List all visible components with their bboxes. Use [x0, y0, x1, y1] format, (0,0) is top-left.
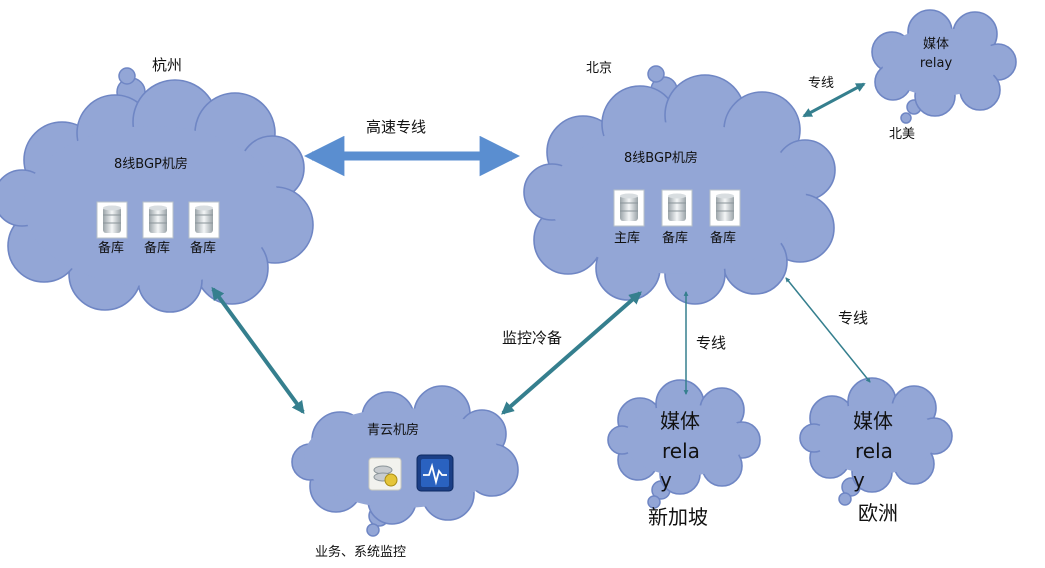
hangzhou-db-label: 备库 [144, 241, 171, 256]
hangzhou-db-label: 备库 [98, 241, 125, 256]
link-hz-bj-label: 高速专线 [366, 118, 427, 136]
link-qy-bj-label: 监控冷备 [502, 329, 563, 347]
hangzhou-room-title: 8线BGP机房 [114, 157, 188, 172]
na-relay-cloud-body [882, 28, 998, 96]
link-bj-eu-label: 专线 [838, 309, 869, 327]
link-bj-na-label: 专线 [808, 76, 835, 91]
link-bj-na-arrow [802, 82, 866, 118]
eu-region-label: 欧洲 [858, 501, 898, 525]
eu-relay-cloud-body [816, 402, 936, 474]
na-relay-line1: 媒体 [922, 37, 949, 52]
sg-relay-cloud-body [624, 404, 744, 476]
database-icon [661, 189, 693, 227]
sg-relay-line1: 媒体 [660, 409, 700, 433]
beijing-city-label: 北京 [586, 61, 613, 76]
link-hz-qy-arrow [211, 286, 305, 415]
hangzhou-db-icons [96, 201, 220, 239]
hangzhou-city-label: 杭州 [152, 56, 183, 74]
qingyun-caption: 业务、系统监控 [315, 545, 407, 560]
database-icon [709, 189, 741, 227]
sg-relay-line2: rela [662, 439, 700, 463]
database-icon [142, 201, 174, 239]
database-icon [188, 201, 220, 239]
database-icon [96, 201, 128, 239]
hangzhou-db-label: 备库 [190, 241, 217, 256]
beijing-db-label: 备库 [710, 231, 737, 246]
beijing-room-title: 8线BGP机房 [624, 151, 698, 166]
beijing-db-label: 主库 [614, 231, 641, 246]
na-relay-line2: relay [919, 56, 953, 71]
eu-relay-line1: 媒体 [853, 409, 893, 433]
link-bj-eu-arrow [785, 277, 871, 383]
sg-relay-line3: y [660, 468, 672, 492]
qingyun-room-title: 青云机房 [367, 423, 420, 438]
monitor-pulse-icon [416, 454, 454, 492]
na-region-label: 北美 [889, 127, 916, 142]
link-bj-sg-label: 专线 [696, 334, 727, 352]
eu-relay-line3: y [853, 468, 865, 492]
beijing-db-label: 备库 [662, 231, 689, 246]
sg-region-label: 新加坡 [648, 505, 708, 529]
eu-relay-line2: rela [855, 439, 893, 463]
database-icon [613, 189, 645, 227]
link-qy-bj-arrow [501, 291, 642, 415]
backup-disk-icon [368, 457, 402, 491]
beijing-db-icons [613, 189, 741, 227]
